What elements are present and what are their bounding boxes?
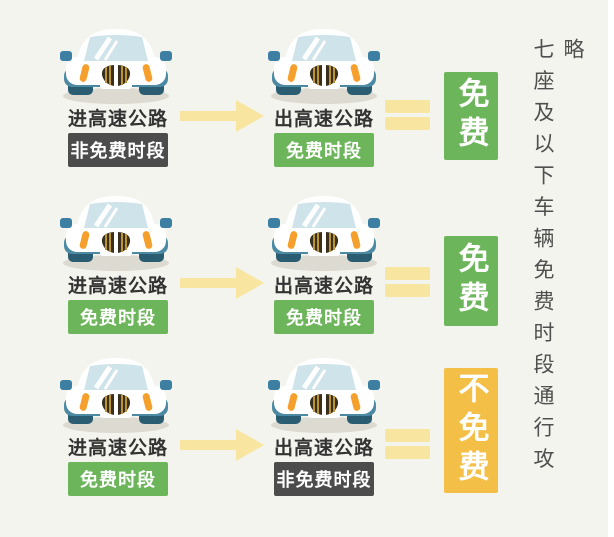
scenario-row-1: 进高速公路 非免费时段 出高速公路 免费时段 免费: [0, 23, 614, 198]
exit-time-badge: 免费时段: [274, 300, 374, 334]
enter-highway-label: 进高速公路: [67, 108, 168, 130]
car-icon: [268, 190, 380, 272]
result-badge: 免费: [444, 72, 498, 160]
result-badge: 免费: [444, 236, 498, 326]
exit-highway-label: 出高速公路: [273, 437, 374, 459]
enter-highway-label: 进高速公路: [67, 275, 168, 297]
car-icon: [60, 23, 172, 105]
exit-highway-label: 出高速公路: [273, 275, 374, 297]
exit-time-badge: 非免费时段: [274, 462, 374, 496]
result-badge: 不免费: [444, 368, 498, 493]
enter-highway-label: 进高速公路: [67, 437, 168, 459]
car-icon: [60, 190, 172, 272]
exit-time-badge: 免费时段: [274, 133, 374, 167]
scenario-row-3: 进高速公路 免费时段 出高速公路 非免费时段 不免费: [0, 352, 614, 527]
car-icon: [60, 352, 172, 434]
equals-icon: [385, 429, 430, 459]
car-icon: [268, 352, 380, 434]
enter-time-badge: 免费时段: [68, 462, 168, 496]
right-edge-strip: [608, 0, 614, 537]
equals-icon: [385, 267, 430, 297]
equals-icon: [385, 100, 430, 130]
enter-time-badge: 免费时段: [68, 300, 168, 334]
exit-highway-label: 出高速公路: [273, 108, 374, 130]
side-note-title: 七座及以下车辆免费时段通行攻略: [531, 38, 585, 479]
enter-time-badge: 非免费时段: [68, 133, 168, 167]
car-icon: [268, 23, 380, 105]
scenario-row-2: 进高速公路 免费时段 出高速公路 免费时段 免费: [0, 190, 614, 365]
